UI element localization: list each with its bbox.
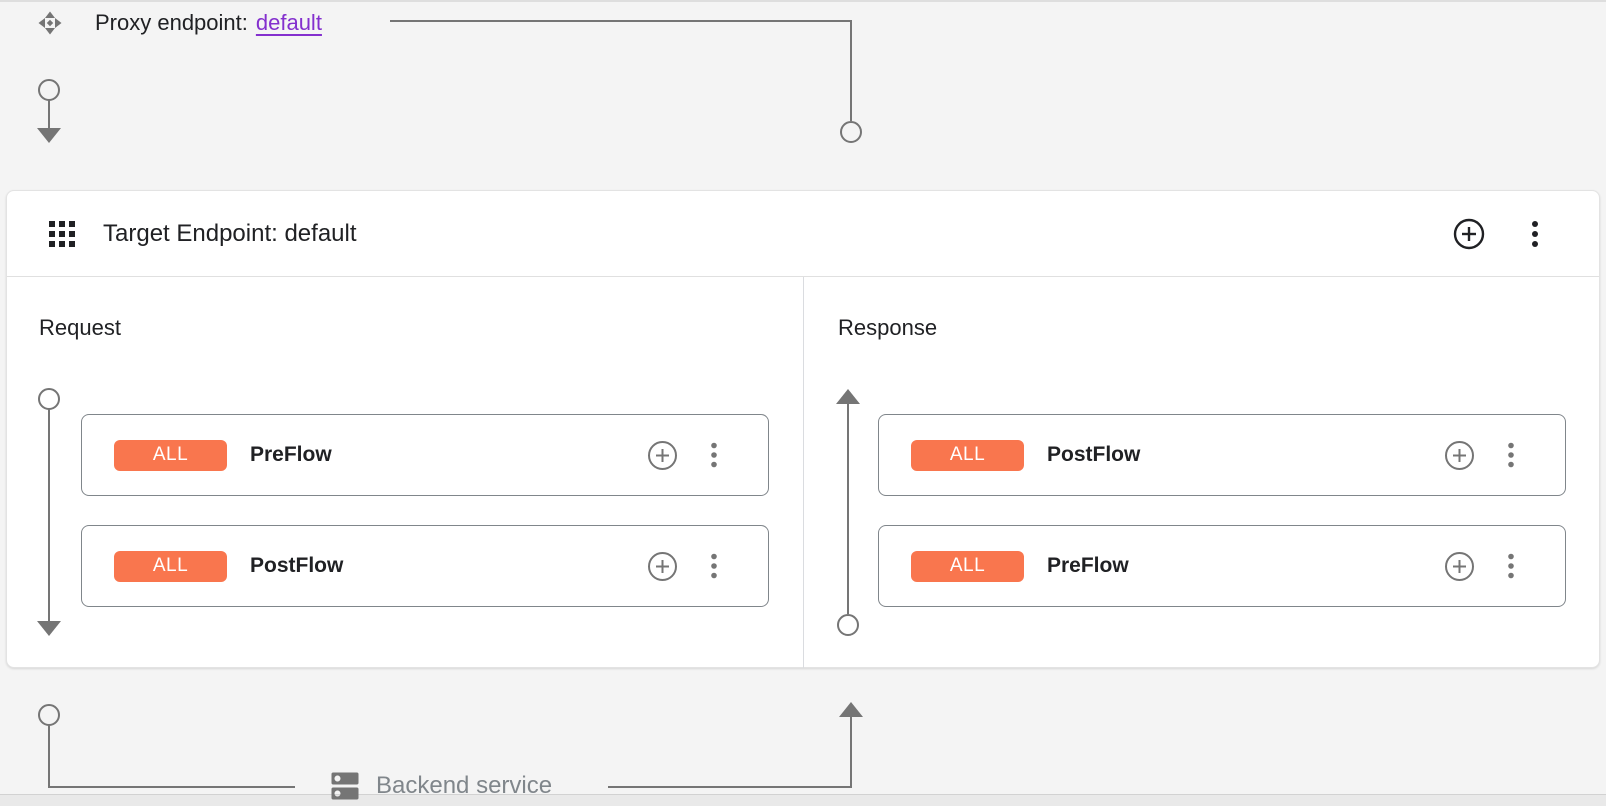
- condition-badge: ALL: [911, 550, 1024, 582]
- kebab-menu-icon: [1532, 220, 1538, 247]
- plus-circle-icon: [1453, 218, 1485, 249]
- plus-circle-icon: [1444, 551, 1474, 581]
- add-policy-button[interactable]: [646, 439, 678, 471]
- plus-circle-icon: [647, 551, 677, 581]
- add-flow-button[interactable]: [1451, 216, 1487, 252]
- response-label: Response: [838, 315, 938, 340]
- target-endpoint-header: Target Endpoint: default: [7, 191, 1599, 277]
- target-endpoint-title: Target Endpoint: default: [103, 219, 357, 247]
- flow-name: PostFlow: [1047, 443, 1141, 466]
- add-policy-button[interactable]: [1443, 439, 1475, 471]
- kebab-menu-icon: [711, 553, 717, 579]
- kebab-menu-icon: [1508, 442, 1514, 468]
- backend-to-response-connector: [608, 702, 863, 788]
- endpoint-menu-button[interactable]: [1517, 216, 1553, 252]
- plus-circle-icon: [1444, 440, 1474, 470]
- response-column: Response ALL PostFlow: [803, 277, 1599, 668]
- dns-server-icon: [331, 772, 359, 800]
- condition-badge: ALL: [114, 550, 227, 582]
- proxy-endpoint-link[interactable]: default: [255, 10, 322, 35]
- flow-card-response-preflow[interactable]: ALL PreFlow: [878, 525, 1566, 607]
- add-policy-button[interactable]: [1443, 550, 1475, 582]
- flow-card-request-preflow[interactable]: ALL PreFlow: [81, 414, 769, 496]
- kebab-menu-icon: [711, 442, 717, 468]
- proxy-endpoint-row: Proxy endpoint: default: [37, 10, 322, 36]
- condition-badge: ALL: [114, 439, 227, 471]
- proxy-to-target-connector: [390, 20, 862, 143]
- flow-menu-button[interactable]: [1495, 439, 1527, 471]
- flow-menu-button[interactable]: [1495, 550, 1527, 582]
- backend-service-row: Backend service: [327, 768, 552, 804]
- top-edge-divider: [0, 0, 1606, 2]
- target-endpoint-body: Request ALL PreFlow: [7, 277, 1599, 668]
- flow-menu-button[interactable]: [698, 550, 730, 582]
- backend-service-label: Backend service: [376, 772, 553, 799]
- grid-icon: [49, 220, 75, 247]
- target-to-backend-connector: [38, 704, 295, 788]
- condition-badge: ALL: [911, 439, 1024, 471]
- flow-name: PreFlow: [1047, 554, 1129, 577]
- request-label: Request: [39, 315, 121, 340]
- move-diamond-icon: [38, 11, 62, 35]
- flow-name: PreFlow: [250, 443, 332, 466]
- flow-name: PostFlow: [250, 554, 344, 577]
- bottom-edge-band: [0, 794, 1606, 806]
- add-policy-button[interactable]: [646, 550, 678, 582]
- proxy-request-arrow: [37, 79, 61, 143]
- flow-menu-button[interactable]: [698, 439, 730, 471]
- proxy-endpoint-label: Proxy endpoint:: [95, 10, 248, 35]
- flow-card-request-postflow[interactable]: ALL PostFlow: [81, 525, 769, 607]
- request-column: Request ALL PreFlow: [7, 277, 803, 668]
- plus-circle-icon: [647, 440, 677, 470]
- kebab-menu-icon: [1508, 553, 1514, 579]
- target-endpoint-panel: Target Endpoint: default Request ALL Pre…: [6, 190, 1600, 668]
- flow-card-response-postflow[interactable]: ALL PostFlow: [878, 414, 1566, 496]
